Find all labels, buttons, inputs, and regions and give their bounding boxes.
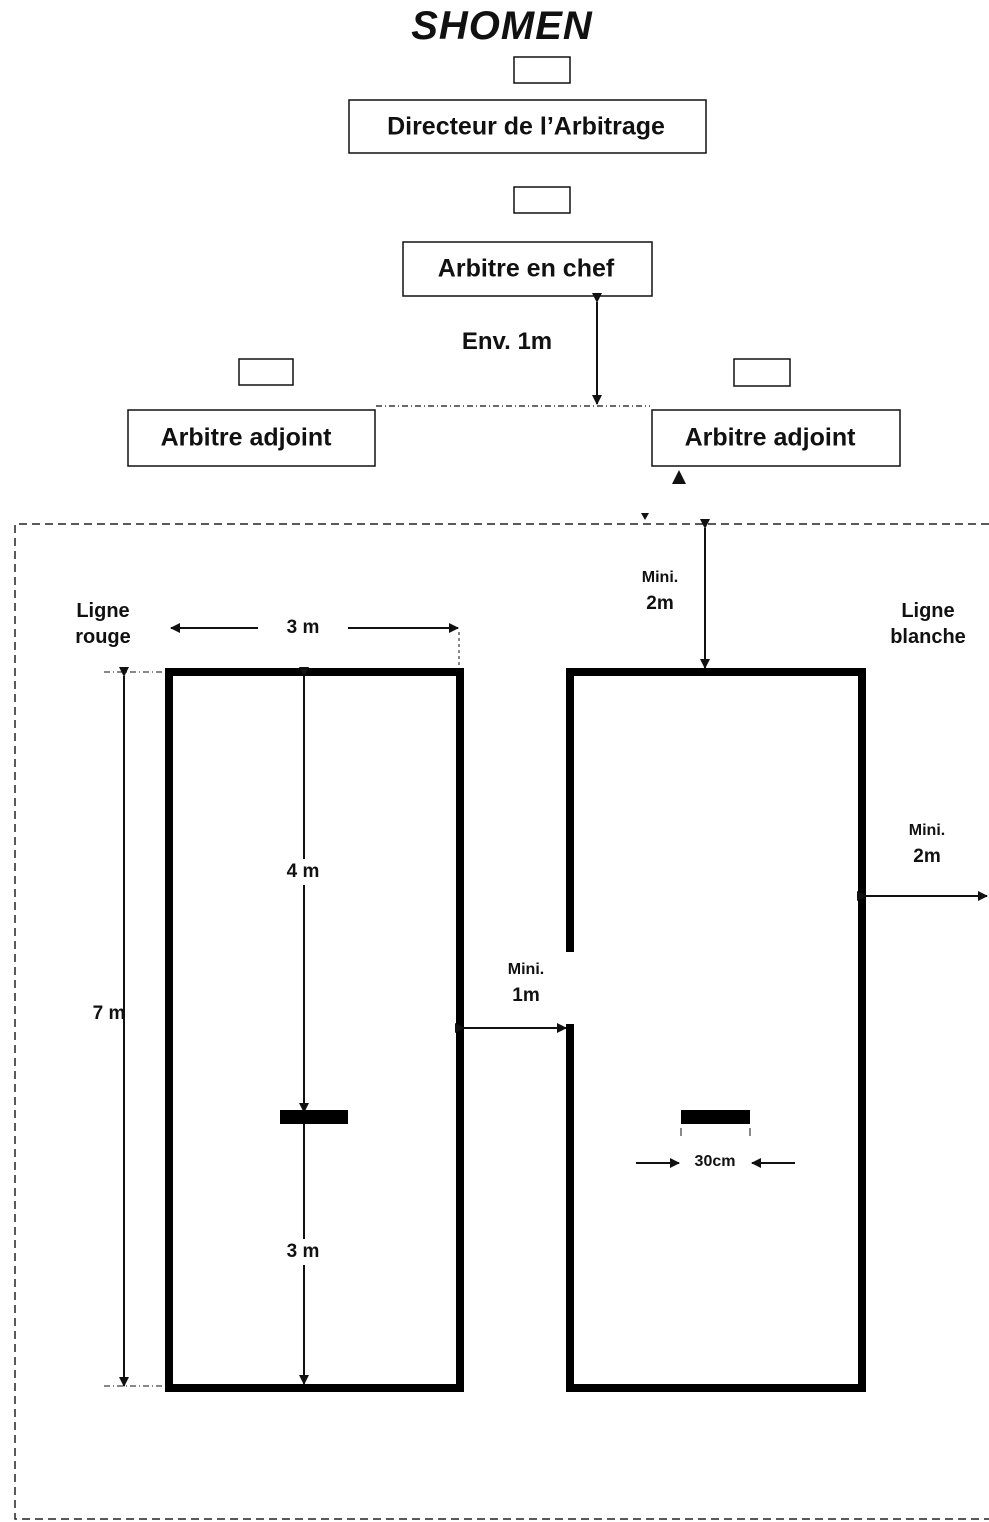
four-m-label: 4 m [286,859,320,885]
assistant-left-box [127,409,376,467]
length-label: 7 m [92,1003,126,1024]
red-line-word-2: rouge [75,626,131,648]
director-seat [513,56,571,84]
director-label: Directeur de l’Arbitrage [387,112,665,141]
top-min-value: 2m [646,592,674,614]
arrow-tip-up [672,470,686,484]
chief-label: Arbitre en chef [437,254,615,283]
white-line-word-1: Ligne [901,600,955,622]
side-min-value: 2m [913,845,941,867]
three-m-label: 3 m [286,1239,320,1265]
assistant-left-seat [238,358,294,386]
red-line-label: Ligne rouge [75,598,131,650]
side-min-prefix: Mini. [908,821,946,839]
side-min-label: Mini. 2m [909,819,945,872]
assistant-right-box [651,409,901,467]
red-line-word-1: Ligne [76,600,130,622]
court-right [566,668,866,1392]
start-mark-left [280,1110,348,1124]
assistant-right-seat [733,358,791,387]
diagram-title: SHOMEN [411,4,593,48]
court-right-gap [565,952,576,1024]
top-min-prefix: Mini. [641,568,679,586]
assistant-right-label: Arbitre adjoint [684,423,856,452]
area-boundary [14,523,989,1520]
chief-box [402,241,653,297]
start-mark-right [681,1110,750,1124]
assistant-left-label: Arbitre adjoint [160,423,332,452]
chief-seat [513,186,571,214]
between-min-label: Mini. 1m [508,958,544,1011]
spacing-label: Env. 1m [461,328,553,355]
between-min-prefix: Mini. [507,960,545,978]
white-line-word-2: blanche [890,626,966,648]
width-label: 3 m [286,617,320,638]
between-min-value: 1m [512,984,540,1006]
mark-width-label: 30cm [694,1153,736,1170]
top-min-label: Mini. 2m [642,566,678,619]
white-line-label: Ligne blanche [890,598,966,650]
director-box [348,99,707,154]
arrow-tip-down [641,513,649,520]
